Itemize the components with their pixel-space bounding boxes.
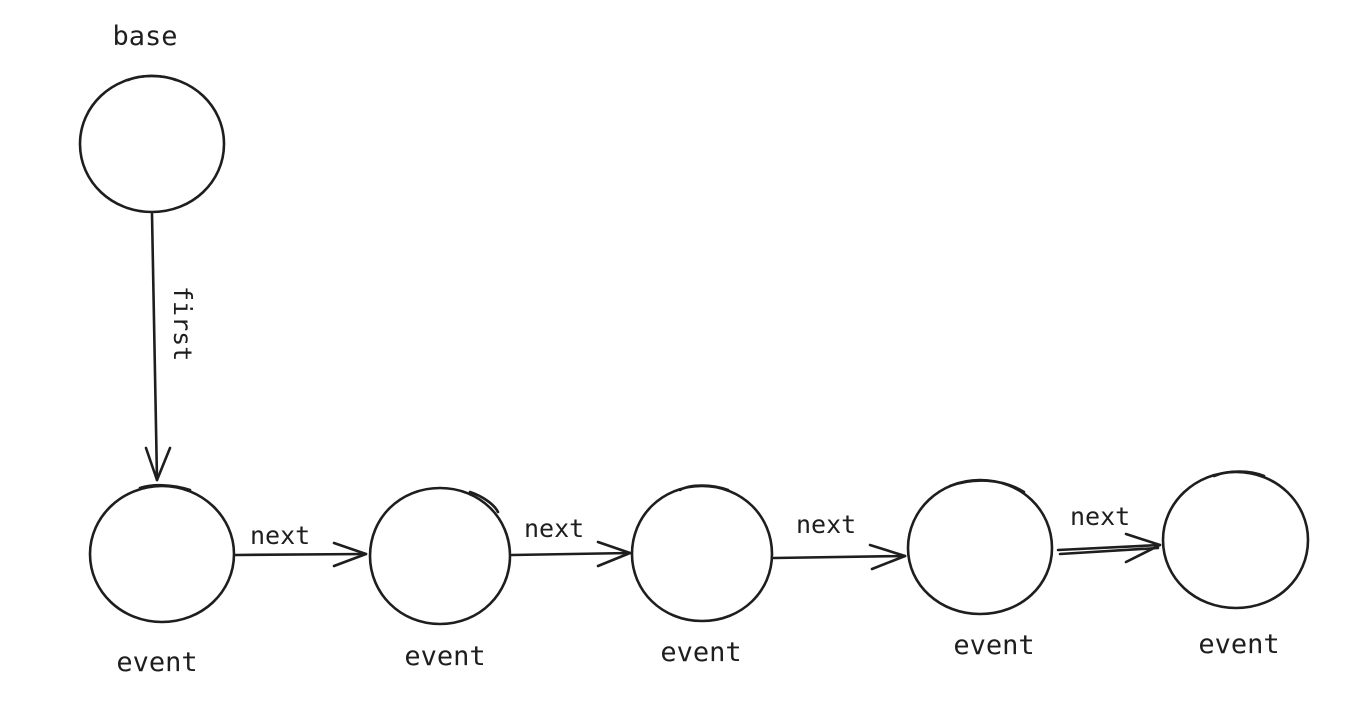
node-base-circle-overlap [126,74,178,82]
node-event-3-label: event [660,637,741,668]
edge-next-4-arrowhead [1124,532,1162,564]
node-event-5-label: event [1198,629,1279,660]
edge-next-2-line [510,551,632,557]
edge-next-3-arrowhead [868,543,907,571]
edge-next-1-line [234,552,368,557]
edge-next-1-arrowhead [332,541,368,568]
node-event-1-circle [88,484,236,624]
edge-next-3: next [772,510,907,571]
edge-next-2: next [510,514,632,568]
edge-next-4: next [1056,502,1162,564]
node-event-3-circle-overlap [678,484,730,492]
node-event-5-circle [1161,470,1310,610]
edge-first-line [150,212,159,482]
edge-next-2-arrowhead [596,540,632,568]
node-event-1-label: event [116,647,197,678]
node-event-1: event [88,483,236,678]
node-event-2-label: event [404,641,485,672]
node-event-4-circle [906,478,1054,616]
node-event-5-circle-overlap [1212,470,1266,478]
edge-next-4-label: next [1070,502,1130,531]
node-base: base [78,21,226,214]
node-base-circle [78,74,226,214]
node-event-2: event [368,486,512,672]
edge-next-4-line [1056,543,1162,552]
node-base-label: base [112,21,177,52]
edge-first: first [144,212,197,482]
node-event-2-circle [368,486,512,626]
edge-next-3-line [772,554,907,560]
edge-first-arrowhead [144,446,172,482]
node-event-4-label: event [953,630,1034,661]
edge-next-2-label: next [524,514,584,543]
node-event-4: event [906,478,1054,661]
edge-next-1-label: next [250,521,310,550]
edge-next-4-line-double [1058,546,1160,556]
node-event-1-circle-overlap [138,483,192,492]
node-event-2-circle-overlap [468,490,500,514]
node-event-4-circle-overlap [948,479,1026,494]
node-event-3-circle [630,484,774,623]
edge-next-1: next [234,521,368,568]
node-event-3: event [630,484,774,668]
edge-next-3-label: next [796,510,856,539]
edge-first-label: first [168,286,197,361]
node-event-5: event [1161,470,1310,660]
